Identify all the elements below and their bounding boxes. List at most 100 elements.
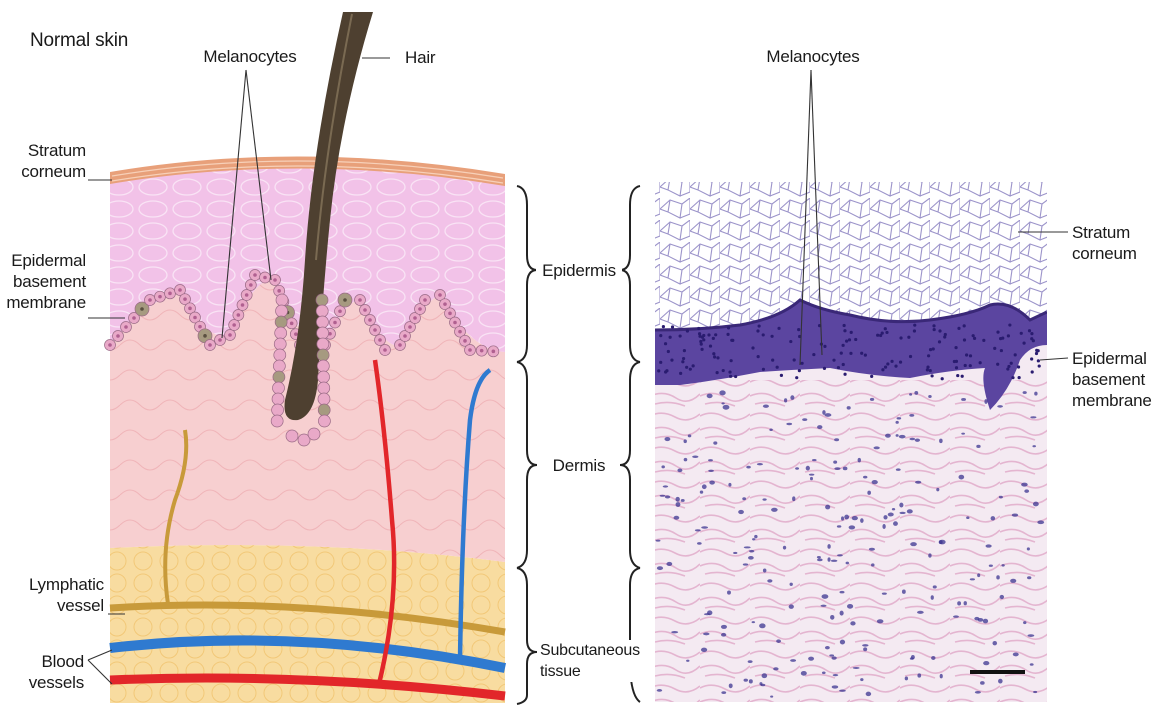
histology-nucleus bbox=[663, 485, 668, 487]
histology-nucleus bbox=[975, 691, 981, 694]
histology-nucleus bbox=[762, 673, 768, 678]
histology-nucleus bbox=[873, 446, 879, 449]
histology-nucleus bbox=[933, 328, 936, 331]
histology-nucleus bbox=[703, 633, 710, 636]
histology-nucleus bbox=[895, 421, 898, 424]
histology-nucleus bbox=[866, 692, 872, 696]
histology-nucleus bbox=[748, 660, 753, 663]
histology-nucleus bbox=[963, 338, 966, 341]
histology-nucleus bbox=[685, 366, 688, 369]
histology-nucleus bbox=[669, 336, 672, 339]
histology-nucleus bbox=[1021, 483, 1028, 487]
histology-nucleus bbox=[707, 610, 712, 615]
label-stratum-corneum-right: Stratum corneum bbox=[1072, 222, 1152, 264]
histology-nucleus bbox=[890, 360, 893, 363]
histology-nucleus bbox=[728, 483, 731, 487]
histology-nucleus bbox=[744, 679, 748, 682]
histology-nucleus bbox=[692, 364, 695, 367]
histology-nucleus bbox=[665, 437, 671, 441]
histology-nucleus bbox=[938, 329, 941, 332]
histology-nucleus bbox=[1033, 502, 1039, 507]
follicle-cell bbox=[318, 382, 330, 394]
histology-nucleus bbox=[734, 375, 737, 378]
histology-nucleus bbox=[1028, 634, 1035, 637]
histology-nucleus bbox=[697, 327, 700, 330]
histology-nucleus bbox=[963, 324, 966, 327]
histology-nucleus bbox=[886, 362, 889, 365]
melanocyte-cell bbox=[318, 404, 330, 416]
cell-nucleus bbox=[443, 302, 447, 306]
histology-nucleus bbox=[956, 374, 959, 377]
histology-nucleus bbox=[659, 334, 662, 337]
histology-nucleus bbox=[929, 348, 932, 351]
histology-nucleus bbox=[742, 497, 746, 500]
histology-nucleus bbox=[899, 336, 902, 339]
cell-nucleus bbox=[245, 293, 249, 297]
cell-nucleus bbox=[253, 273, 257, 277]
histology-nucleus bbox=[915, 438, 920, 441]
histology-nucleus bbox=[828, 557, 831, 561]
cell-nucleus bbox=[468, 348, 472, 352]
histology-nucleus bbox=[837, 366, 840, 369]
histology-nucleus bbox=[980, 681, 985, 685]
histology-nucleus bbox=[849, 525, 856, 529]
histology-nucleus bbox=[914, 391, 918, 395]
histology-nucleus bbox=[790, 395, 794, 400]
label-line: Lymphatic bbox=[0, 574, 104, 595]
histology-nucleus bbox=[729, 375, 732, 378]
histology-nucleus bbox=[961, 375, 964, 378]
histology-nucleus bbox=[847, 604, 853, 609]
cell-nucleus bbox=[480, 349, 484, 353]
cell-nucleus bbox=[168, 292, 172, 296]
histology-nucleus bbox=[831, 560, 838, 562]
histology-nucleus bbox=[932, 347, 935, 350]
label-melanocytes-left: Melanocytes bbox=[195, 46, 305, 67]
histology-nucleus bbox=[870, 375, 873, 378]
histology-nucleus bbox=[882, 524, 885, 529]
histology-nucleus bbox=[834, 467, 840, 470]
histology-nucleus bbox=[983, 619, 988, 624]
histology-nucleus bbox=[657, 689, 662, 692]
histology-nucleus bbox=[863, 647, 867, 651]
histology-nucleus bbox=[749, 679, 753, 683]
histology-nucleus bbox=[712, 352, 715, 355]
label-line: membrane bbox=[0, 292, 86, 313]
histology-nucleus bbox=[683, 349, 686, 352]
follicle-cell bbox=[316, 305, 328, 317]
histology-nucleus bbox=[721, 633, 726, 637]
histology-nucleus bbox=[888, 513, 894, 517]
histology-nucleus bbox=[897, 417, 902, 419]
histology-nucleus bbox=[996, 331, 999, 334]
histology-nucleus bbox=[840, 611, 844, 616]
histology-nucleus bbox=[929, 369, 932, 372]
cell-nucleus bbox=[403, 334, 407, 338]
histology-nucleus bbox=[738, 510, 744, 514]
histology-nucleus bbox=[899, 503, 903, 508]
histology-nucleus bbox=[850, 331, 853, 334]
histology-nucleus bbox=[843, 324, 846, 327]
melanocyte-cell bbox=[273, 371, 285, 383]
histology-nucleus bbox=[841, 516, 844, 520]
histology-nucleus bbox=[671, 631, 678, 633]
histology-nucleus bbox=[679, 372, 682, 375]
histology-nucleus bbox=[757, 355, 760, 358]
label-epidermal-bm-left: Epidermal basement membrane bbox=[0, 250, 86, 313]
histology-nucleus bbox=[783, 546, 786, 550]
histology-nucleus bbox=[837, 525, 842, 527]
histology-nucleus bbox=[909, 414, 914, 417]
cell-nucleus bbox=[249, 283, 253, 287]
histology-nucleus bbox=[969, 364, 972, 367]
histology-nucleus bbox=[905, 676, 908, 680]
histology-nucleus bbox=[751, 346, 754, 349]
histology-nucleus bbox=[842, 363, 845, 366]
histology-nucleus bbox=[664, 342, 667, 345]
label-dermis: Dermis bbox=[546, 455, 612, 476]
histology-nucleus bbox=[973, 337, 976, 340]
histology-nucleus bbox=[833, 461, 837, 464]
histology-nucleus bbox=[795, 467, 799, 469]
histology-nucleus bbox=[708, 470, 714, 472]
histology-nucleus bbox=[894, 365, 897, 368]
histology-nucleus bbox=[1000, 595, 1004, 599]
follicle-cell bbox=[272, 382, 284, 394]
histology-nucleus bbox=[808, 657, 814, 661]
